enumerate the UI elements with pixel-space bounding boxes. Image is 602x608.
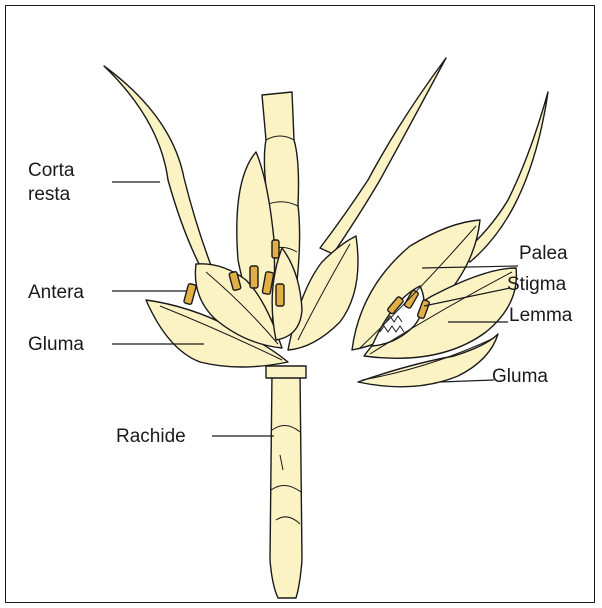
label-rachide: Rachide bbox=[116, 426, 186, 447]
anther-6 bbox=[272, 240, 279, 258]
label-antera: Antera bbox=[28, 282, 84, 303]
label-corta-resta-1: Corta bbox=[28, 160, 75, 181]
rachis-lower bbox=[270, 372, 302, 598]
label-stigma: Stigma bbox=[507, 274, 567, 295]
label-gluma-right: Gluma bbox=[492, 366, 548, 387]
awn-left bbox=[104, 66, 212, 268]
rachis-node bbox=[266, 366, 306, 378]
awn-right-of-left-spikelet bbox=[320, 58, 446, 254]
right-floret-detail bbox=[352, 92, 548, 387]
anther-5 bbox=[276, 284, 284, 306]
label-gluma-left: Gluma bbox=[28, 334, 84, 355]
label-lemma: Lemma bbox=[509, 305, 573, 326]
label-palea: Palea bbox=[519, 243, 568, 264]
anther-1 bbox=[184, 283, 197, 304]
label-corta-resta-2: resta bbox=[28, 184, 71, 205]
anther-3 bbox=[250, 266, 258, 288]
